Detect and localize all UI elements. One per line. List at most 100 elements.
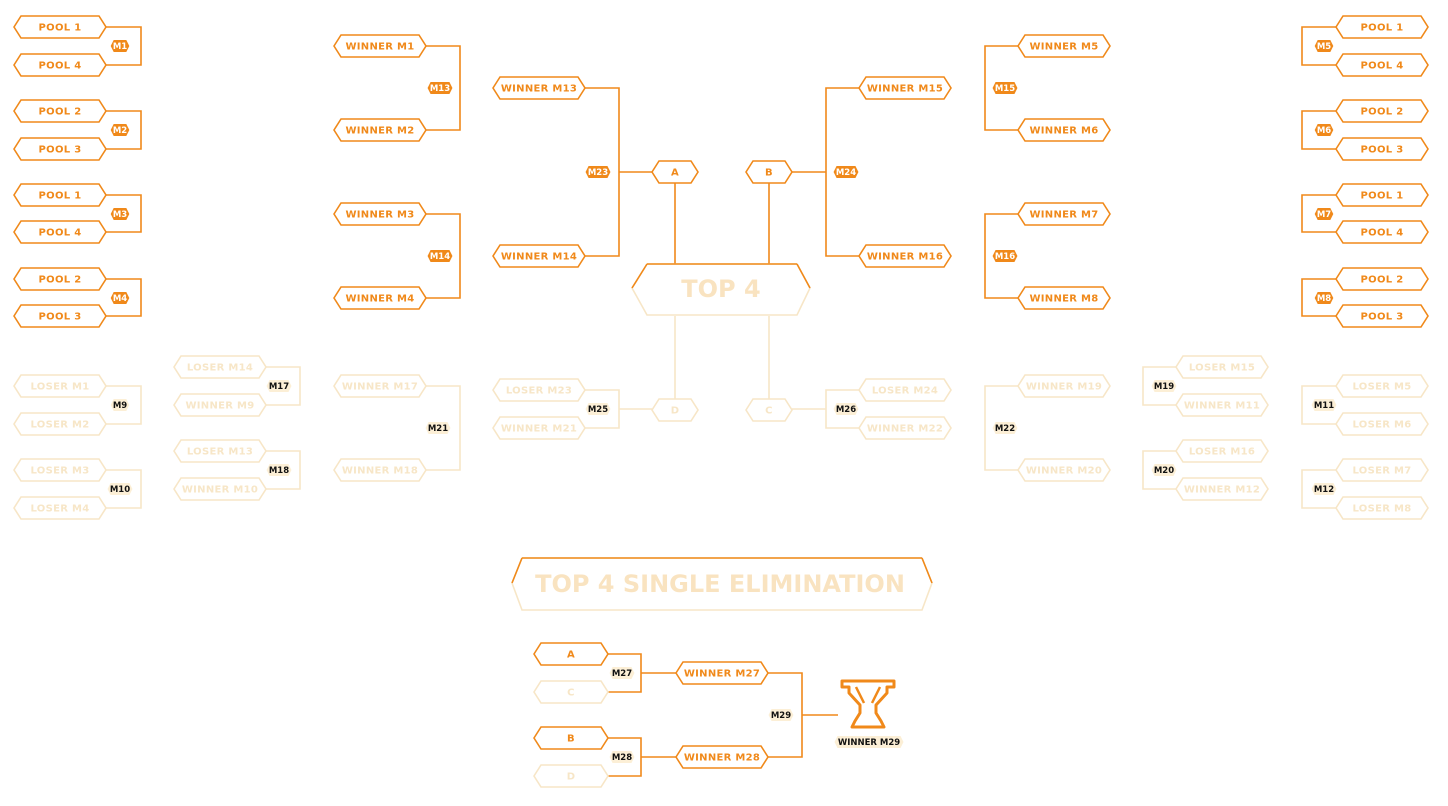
match-badge-label: M2: [113, 126, 127, 136]
team-slot-frame: [675, 661, 769, 685]
match-badge: M18: [266, 464, 292, 476]
team-slot[interactable]: A: [533, 642, 609, 666]
team-slot-frame: [675, 745, 769, 769]
match-badge: M17: [266, 380, 292, 392]
team-slot[interactable]: WINNER M15: [858, 76, 952, 100]
match-badge-bg: [585, 166, 611, 178]
team-slot[interactable]: WINNER M4: [333, 286, 427, 310]
top4-banner: TOP 4: [631, 263, 811, 316]
team-slot-frame: [651, 160, 699, 184]
bracket-connector: [1301, 278, 1336, 317]
team-slot[interactable]: POOL 1: [1335, 183, 1429, 207]
team-slot[interactable]: WINNER M2: [333, 118, 427, 142]
team-slot-label: LOSER M14: [187, 363, 253, 374]
match-badge-bg: [110, 40, 130, 52]
match-badge-bg: [427, 82, 453, 94]
team-slot[interactable]: POOL 2: [1335, 267, 1429, 291]
team-slot[interactable]: WINNER M10: [173, 477, 267, 501]
team-slot[interactable]: WINNER M20: [1017, 458, 1111, 482]
match-badge: M27: [609, 667, 635, 679]
team-slot-label: POOL 1: [39, 191, 82, 202]
team-slot[interactable]: POOL 2: [13, 267, 107, 291]
team-slot-frame: [1335, 53, 1429, 77]
team-slot[interactable]: POOL 3: [1335, 304, 1429, 328]
match-badge-bg: [992, 82, 1018, 94]
team-slot[interactable]: POOL 4: [13, 53, 107, 77]
team-slot[interactable]: WINNER M12: [1175, 477, 1269, 501]
team-slot[interactable]: LOSER M2: [13, 412, 107, 436]
team-slot[interactable]: LOSER M13: [173, 439, 267, 463]
team-slot[interactable]: WINNER M22: [858, 416, 952, 440]
team-slot[interactable]: POOL 4: [13, 220, 107, 244]
team-slot[interactable]: WINNER M13: [492, 76, 586, 100]
team-slot[interactable]: WINNER M1: [333, 34, 427, 58]
team-slot[interactable]: POOL 3: [1335, 137, 1429, 161]
team-slot-label: WINNER M19: [1026, 382, 1102, 393]
match-badge: M6: [1314, 124, 1334, 136]
team-slot-frame: [1335, 137, 1429, 161]
team-slot[interactable]: LOSER M24: [858, 378, 952, 402]
team-slot[interactable]: WINNER M28: [675, 745, 769, 769]
team-slot-frame: [533, 764, 609, 788]
team-slot[interactable]: POOL 2: [13, 99, 107, 123]
match-badge-label: M14: [430, 252, 450, 262]
team-slot[interactable]: D: [651, 398, 699, 422]
team-slot[interactable]: WINNER M3: [333, 202, 427, 226]
team-slot[interactable]: B: [533, 726, 609, 750]
team-slot[interactable]: D: [533, 764, 609, 788]
team-slot[interactable]: POOL 4: [1335, 220, 1429, 244]
team-slot[interactable]: POOL 4: [1335, 53, 1429, 77]
team-slot-frame: [858, 76, 952, 100]
team-slot[interactable]: LOSER M7: [1335, 458, 1429, 482]
team-slot[interactable]: WINNER M21: [492, 416, 586, 440]
match-badge-label: M20: [1154, 466, 1174, 476]
team-slot[interactable]: LOSER M8: [1335, 496, 1429, 520]
team-slot[interactable]: WINNER M11: [1175, 393, 1269, 417]
team-slot[interactable]: WINNER M16: [858, 244, 952, 268]
team-slot[interactable]: LOSER M15: [1175, 355, 1269, 379]
team-slot[interactable]: WINNER M7: [1017, 202, 1111, 226]
team-slot[interactable]: WINNER M14: [492, 244, 586, 268]
team-slot-label: WINNER M4: [345, 294, 414, 305]
team-slot[interactable]: WINNER M17: [333, 374, 427, 398]
match-badge: M12: [1311, 483, 1337, 495]
team-slot[interactable]: C: [533, 680, 609, 704]
team-slot[interactable]: WINNER M18: [333, 458, 427, 482]
team-slot[interactable]: WINNER M5: [1017, 34, 1111, 58]
team-slot[interactable]: WINNER M19: [1017, 374, 1111, 398]
bracket-connector: [1142, 366, 1176, 406]
team-slot[interactable]: LOSER M16: [1175, 439, 1269, 463]
team-slot[interactable]: WINNER M27: [675, 661, 769, 685]
match-badge-label: M17: [269, 382, 289, 392]
team-slot[interactable]: LOSER M23: [492, 378, 586, 402]
team-slot[interactable]: POOL 1: [13, 15, 107, 39]
team-slot[interactable]: LOSER M4: [13, 496, 107, 520]
team-slot-frame: [333, 118, 427, 142]
team-slot[interactable]: WINNER M6: [1017, 118, 1111, 142]
team-slot[interactable]: LOSER M14: [173, 355, 267, 379]
team-slot-frame: [173, 439, 267, 463]
match-badge-label: M28: [612, 753, 632, 763]
match-badge: WINNER M29: [834, 736, 904, 748]
team-slot-label: LOSER M2: [30, 420, 89, 431]
team-slot[interactable]: WINNER M8: [1017, 286, 1111, 310]
team-slot[interactable]: POOL 1: [13, 183, 107, 207]
team-slot[interactable]: C: [745, 398, 793, 422]
match-badge-bg: [110, 292, 130, 304]
team-slot[interactable]: WINNER M9: [173, 393, 267, 417]
match-badge: M11: [1311, 399, 1337, 411]
team-slot[interactable]: B: [745, 160, 793, 184]
team-slot[interactable]: POOL 2: [1335, 99, 1429, 123]
team-slot-label: WINNER M7: [1029, 210, 1098, 221]
bracket-connector: [984, 45, 1018, 131]
team-slot[interactable]: POOL 3: [13, 304, 107, 328]
team-slot[interactable]: POOL 3: [13, 137, 107, 161]
team-slot[interactable]: LOSER M3: [13, 458, 107, 482]
team-slot[interactable]: POOL 1: [1335, 15, 1429, 39]
team-slot[interactable]: LOSER M5: [1335, 374, 1429, 398]
team-slot[interactable]: LOSER M6: [1335, 412, 1429, 436]
team-slot[interactable]: LOSER M1: [13, 374, 107, 398]
match-badge-bg: [833, 166, 859, 178]
team-slot[interactable]: A: [651, 160, 699, 184]
